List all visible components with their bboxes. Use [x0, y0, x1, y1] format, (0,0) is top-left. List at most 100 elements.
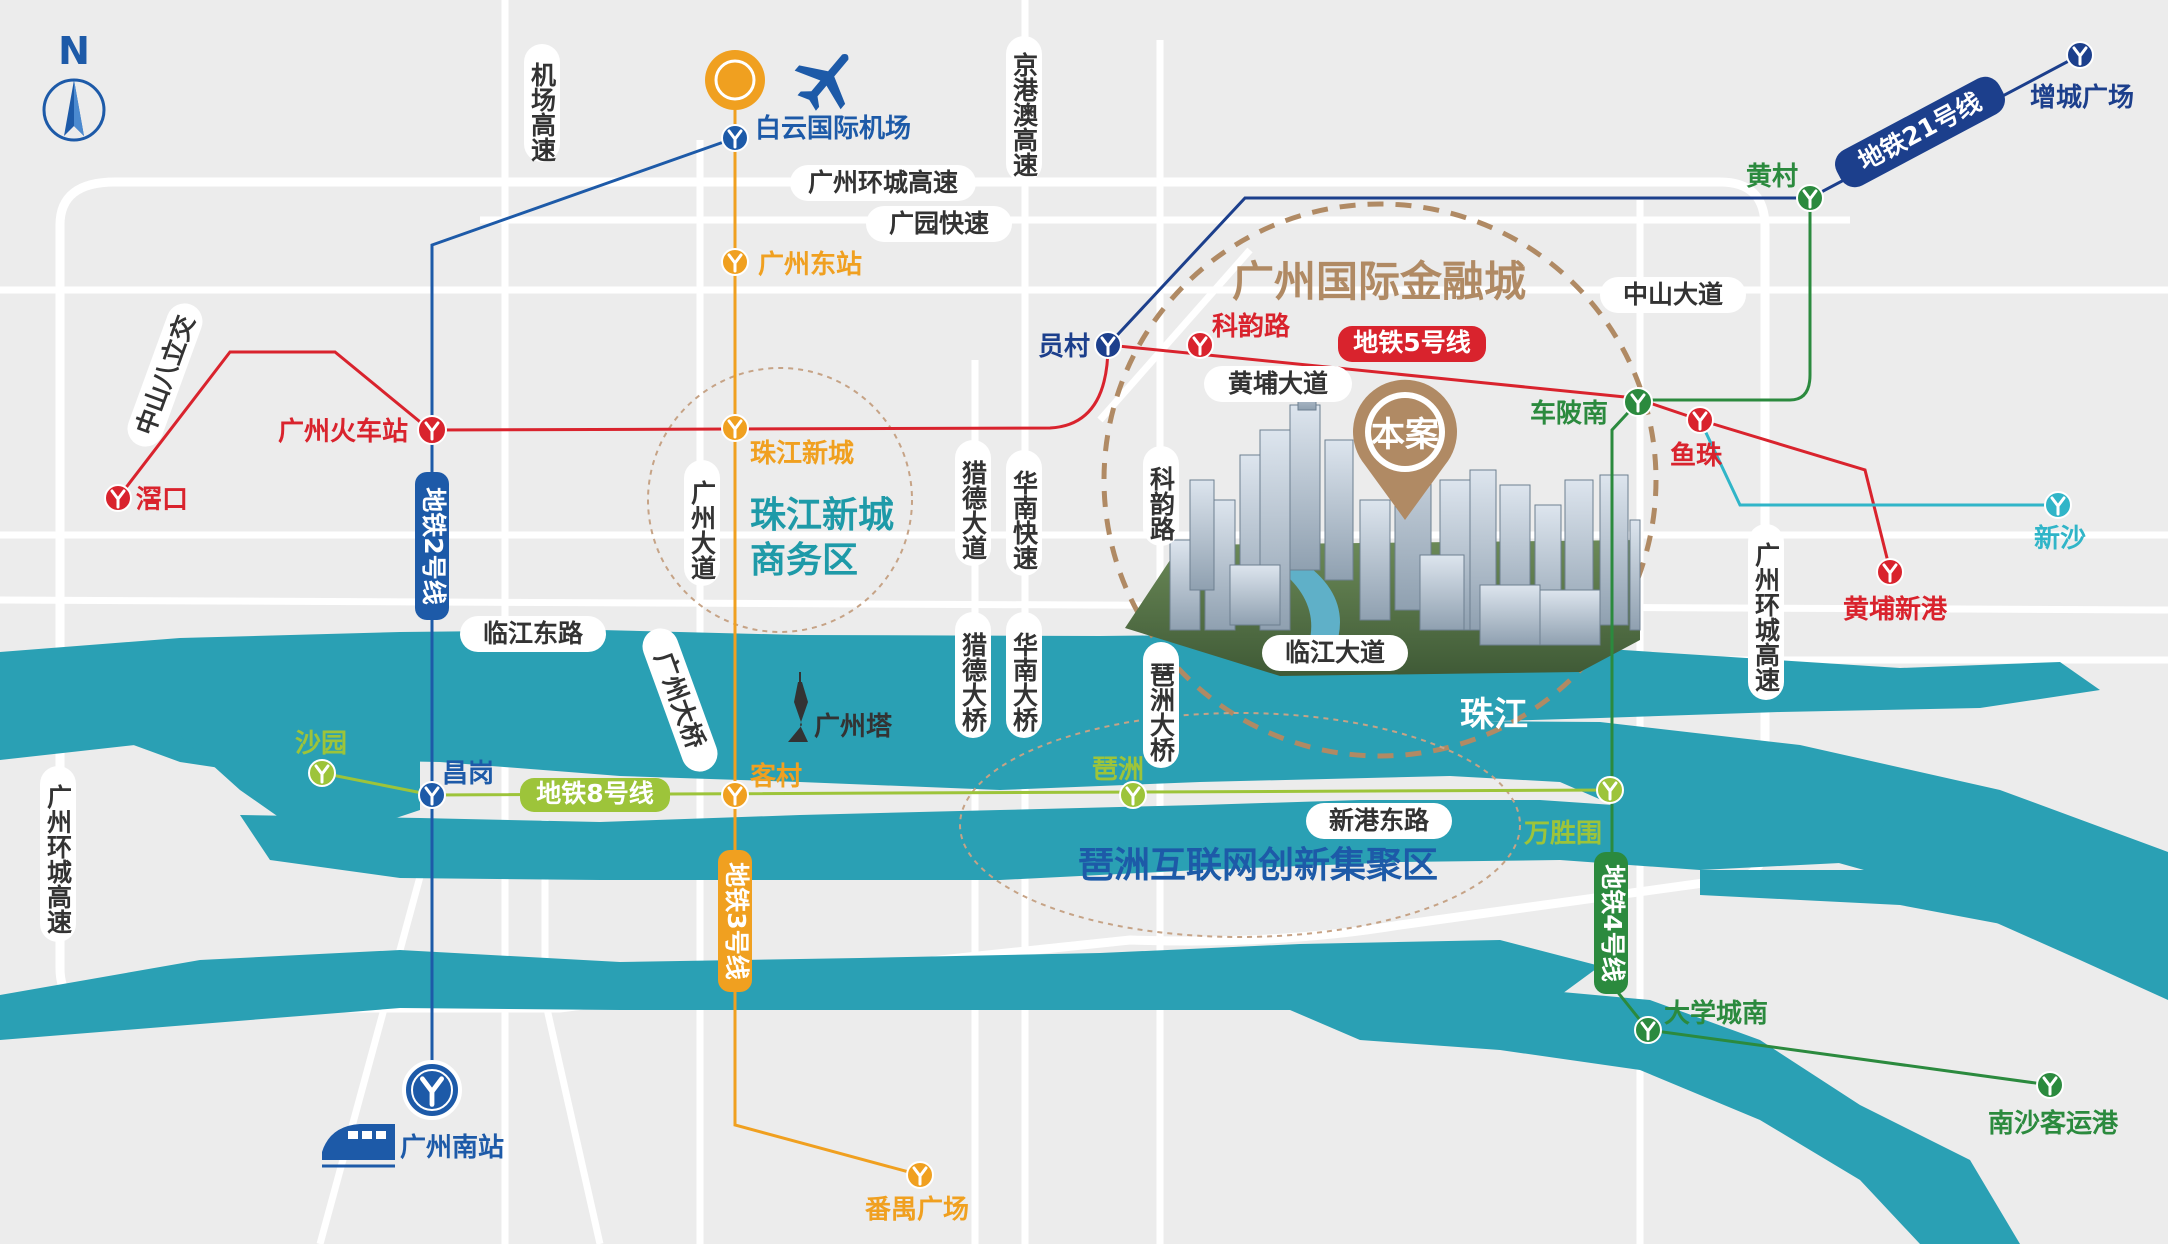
road-huangpu-avenue: 黄埔大道 [1204, 366, 1352, 402]
line2-badge-text: 地铁2号线 [419, 487, 448, 604]
road-xingang-east-road: 新港东路 [1306, 803, 1452, 839]
label-jiaokou: 滘口 [136, 485, 188, 515]
station-marker-baiyun-airport [721, 124, 749, 152]
label-guangzhou-south: 广州南站 [400, 1133, 504, 1163]
apm-line-xinsha [1698, 419, 2058, 507]
svg-text:新港东路: 新港东路 [1329, 806, 1430, 835]
label-huangpu-new-port: 黄埔新港 [1843, 594, 1948, 625]
svg-text:临江东路: 临江东路 [483, 619, 584, 648]
ring-expressway [55, 177, 1770, 1013]
road-keyun-road-vertical: 科韵路 [1143, 446, 1179, 546]
line8-badge: 地铁8号线 [520, 778, 670, 812]
station-marker-huangcun [1796, 184, 1824, 212]
compass-north-label: N [58, 29, 90, 73]
pazhou-district-title: 琶洲互联网创新集聚区 [1078, 845, 1438, 886]
pazhou-district-boundary [959, 712, 1521, 938]
airplane-icon [794, 54, 849, 111]
station-marker-kecun [721, 781, 749, 809]
svg-text:中山大道: 中山大道 [1623, 280, 1723, 309]
station-marker-jiaokou [104, 484, 132, 512]
label-changgang: 昌岗 [442, 759, 494, 789]
metro-line-21-branch [1640, 198, 1812, 402]
station-marker-pazhou [1119, 781, 1147, 809]
label-zhujiang-new-town: 珠江新城 [750, 438, 854, 469]
label-panyu-square: 番禺广场 [865, 1195, 969, 1225]
high-speed-train-icon [322, 1124, 395, 1168]
project-rendering [1125, 379, 1641, 676]
road-linjiang-east-road: 临江东路 [460, 616, 606, 652]
airport-sun-icon [705, 50, 765, 110]
road-guangzhou-avenue-north: 广州大道 [684, 460, 720, 586]
svg-text:科韵路: 科韵路 [1147, 466, 1176, 541]
road-labels: 广州环城高速 广园快速 中山大道 黄埔大道 临江东路 临江大道 新港东路 [460, 165, 1746, 839]
station-marker-xinsha [2044, 491, 2072, 519]
road-huanan-bridge: 华南大桥 [1006, 612, 1042, 738]
road-pazhou-bridge: 琶洲大桥 [1143, 642, 1179, 768]
svg-text:猎德大道: 猎德大道 [959, 460, 988, 560]
station-marker-university-south [1634, 1016, 1662, 1044]
label-yuzhu: 鱼珠 [1670, 441, 1723, 471]
station-marker-guangzhou-south [402, 1060, 462, 1120]
finance-city-title: 广州国际金融城 [1232, 257, 1526, 306]
station-marker-yuzhu [1686, 406, 1714, 434]
svg-text:华南快速: 华南快速 [1010, 469, 1039, 570]
road-zhongshan-avenue: 中山大道 [1600, 277, 1746, 313]
road-guangyuan-expressway: 广园快速 [866, 206, 1012, 242]
label-huangcun: 黄村 [1746, 162, 1798, 192]
station-labels: 白云国际机场 广州东站 珠江新城 广州火车站 滘口 员村 科韵路 车陂南 鱼珠 … [136, 82, 2134, 1225]
label-wanshengwei: 万胜围 [1524, 819, 1602, 849]
svg-text:广州环城高速: 广州环城高速 [44, 783, 73, 934]
station-markers [104, 41, 2094, 1189]
station-marker-guangzhou-east [721, 248, 749, 276]
svg-text:猎德大桥: 猎德大桥 [959, 632, 988, 733]
line3-badge: 地铁3号线 [718, 850, 752, 992]
label-shayuan: 沙园 [295, 729, 347, 759]
pearl-river-label: 珠江 [1460, 695, 1528, 735]
road-huanan-expressway: 华南快速 [1006, 450, 1042, 576]
station-marker-guangzhou-railway [417, 415, 447, 445]
svg-text:临江大道: 临江大道 [1285, 638, 1385, 667]
road-liede-avenue: 猎德大道 [955, 440, 991, 566]
label-guangzhou-east: 广州东站 [758, 249, 862, 280]
station-marker-yuncun [1094, 331, 1122, 359]
svg-text:琶洲大桥: 琶洲大桥 [1147, 662, 1176, 763]
svg-text:华南大桥: 华南大桥 [1010, 631, 1039, 733]
svg-text:广园快速: 广园快速 [889, 209, 989, 238]
station-marker-huangpu-new-port [1876, 558, 1904, 586]
line5-badge: 地铁5号线 [1338, 326, 1486, 362]
label-pazhou: 琶洲 [1092, 755, 1144, 785]
label-zengcheng-square: 增城广场 [2030, 82, 2134, 113]
svg-text:广州环城高速: 广州环城高速 [1752, 541, 1781, 692]
label-chebei-south: 车陂南 [1530, 398, 1608, 429]
svg-text:广州大道: 广州大道 [688, 479, 717, 580]
label-guangzhou-railway: 广州火车站 [278, 416, 408, 447]
metro-line-5 [116, 343, 1892, 571]
road-ring-expressway-right: 广州环城高速 [1748, 524, 1784, 700]
line2-badge: 地铁2号线 [415, 472, 449, 620]
road-jinggangao: 京港澳高速 [1006, 36, 1042, 182]
project-pin: 本案 [1353, 379, 1457, 520]
label-keyun-road: 科韵路 [1212, 311, 1291, 342]
label-university-south: 大学城南 [1664, 998, 1768, 1029]
station-marker-shayuan [308, 759, 336, 787]
label-xinsha: 新沙 [2034, 523, 2086, 554]
svg-text:广州环城高速: 广州环城高速 [808, 168, 958, 197]
line4-badge-text: 地铁4号线 [1598, 864, 1627, 981]
canton-tower-icon [788, 672, 808, 742]
road-airport-expressway: 机场高速 [524, 44, 560, 162]
station-marker-panyu-square [906, 1161, 934, 1189]
label-nansha-passenger-port: 南沙客运港 [1988, 1108, 2119, 1139]
line3-badge-text: 地铁3号线 [722, 862, 751, 979]
road-ring-expressway-top: 广州环城高速 [790, 165, 976, 201]
project-label: 本案 [1371, 415, 1440, 455]
station-marker-zhujiang-new-town [721, 414, 749, 442]
line8-badge-text: 地铁8号线 [536, 779, 653, 808]
svg-text:机场高速: 机场高速 [528, 62, 557, 162]
label-kecun: 客村 [750, 761, 802, 792]
zhujiang-cbd-title-line2: 商务区 [750, 540, 858, 581]
road-liede-bridge: 猎德大桥 [955, 612, 991, 738]
road-ring-expressway-left: 广州环城高速 [40, 766, 76, 942]
finance-city-boundary [1101, 201, 1659, 759]
vertical-road-labels: 机场高速 京港澳高速 广州大道 猎德大道 华南快速 科韵路 猎德大桥 华南大桥 … [40, 36, 1784, 942]
